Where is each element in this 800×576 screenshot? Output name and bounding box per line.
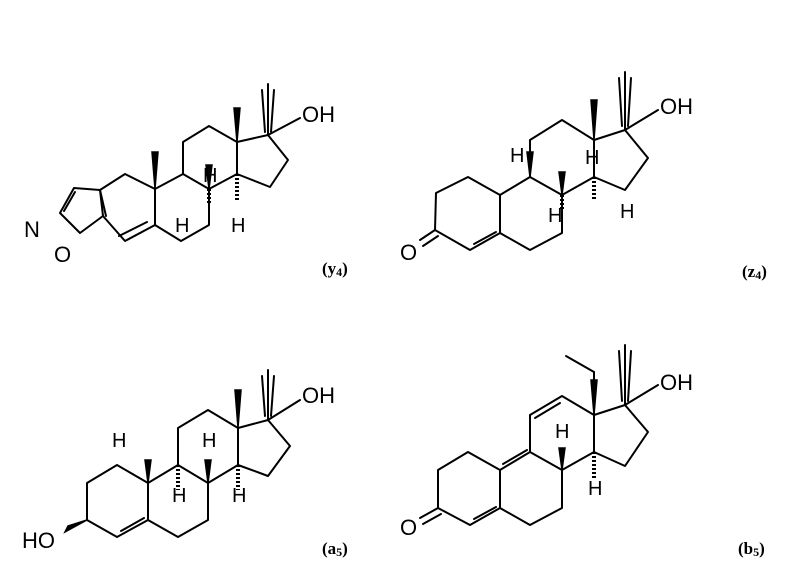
hydrogen-label: H <box>202 430 216 452</box>
hydrogen-label: H <box>232 485 246 507</box>
structure-z4 <box>419 71 659 251</box>
structure-y4 <box>59 83 301 242</box>
stereo-bonds-z4 <box>526 99 598 210</box>
hydrogen-label: H <box>231 215 245 237</box>
structure-label-z4: (z4) <box>742 262 767 282</box>
hydrogen-label: H <box>548 205 562 227</box>
hydrogen-label: H <box>172 485 186 507</box>
structure-label-b5: (b5) <box>738 539 765 559</box>
oh-label: OH <box>660 370 693 395</box>
hydrogen-label: H <box>175 215 189 237</box>
structure-a5 <box>86 369 301 538</box>
oh-label: OH <box>302 102 335 127</box>
hydrogen-label: H <box>510 145 524 167</box>
hydrogen-label: H <box>620 201 634 223</box>
stereo-bonds-b5 <box>558 379 598 478</box>
atom-labels-y4: OH N O H H H <box>24 102 335 267</box>
ho-label: HO <box>22 528 55 553</box>
stereo-bonds-a5 <box>63 389 242 534</box>
hydrogen-label: H <box>588 478 602 500</box>
oxygen-label: O <box>400 515 417 540</box>
methyl-wedge-y4 <box>151 151 159 190</box>
nitrogen-label: N <box>24 217 40 242</box>
structure-b5 <box>419 344 659 526</box>
oxygen-label: O <box>400 240 417 265</box>
atom-labels-z4: OH O H H H H <box>400 94 693 265</box>
hydrogen-label: H <box>585 147 599 169</box>
hydrogen-label: H <box>112 430 126 452</box>
stereo-bonds-y4 <box>151 107 241 205</box>
atom-labels-a5: OH HO H H H H <box>22 383 335 553</box>
hydrogen-label: H <box>203 165 217 187</box>
oh-label: OH <box>660 94 693 119</box>
atom-labels-b5: OH O H H <box>400 370 693 540</box>
hydrogen-label: H <box>555 421 569 443</box>
oxygen-label: O <box>54 242 71 267</box>
oh-label: OH <box>302 383 335 408</box>
structure-label-a5: (a5) <box>322 539 348 559</box>
structure-label-y4: (y4) <box>322 259 348 279</box>
methyl-wedge-y4-2 <box>233 107 241 143</box>
